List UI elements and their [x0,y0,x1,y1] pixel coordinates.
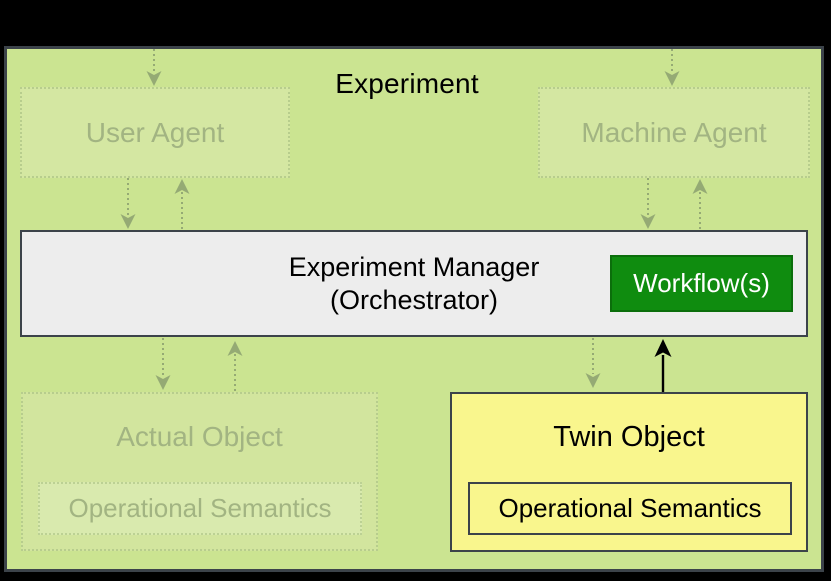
experiment-title: Experiment [335,68,479,99]
actual-operational-semantics-label: Operational Semantics [68,493,332,523]
workflow-label: Workflow(s) [633,268,770,298]
machine-agent-label: Machine Agent [581,116,767,148]
actual-object-node: Actual Object Operational Semantics [21,392,378,551]
experiment-manager-label-line2: (Orchestrator) [329,284,499,315]
experiment-manager-node: Experiment Manager (Orchestrator) [20,230,808,337]
user-agent-node: User Agent [20,87,290,178]
twin-object-node: Twin Object Operational Semantics [450,392,808,552]
actual-operational-semantics-node: Operational Semantics [38,482,362,535]
experiment-manager-label-line1: Experiment Manager [288,251,540,282]
twin-object-label: Twin Object [553,421,705,453]
actual-object-label: Actual Object [116,421,283,452]
workflow-node: Workflow(s) [610,255,793,312]
machine-agent-node: Machine Agent [538,87,810,178]
twin-operational-semantics-node: Operational Semantics [468,482,792,535]
twin-operational-semantics-label: Operational Semantics [498,493,762,523]
user-agent-label: User Agent [85,116,225,148]
